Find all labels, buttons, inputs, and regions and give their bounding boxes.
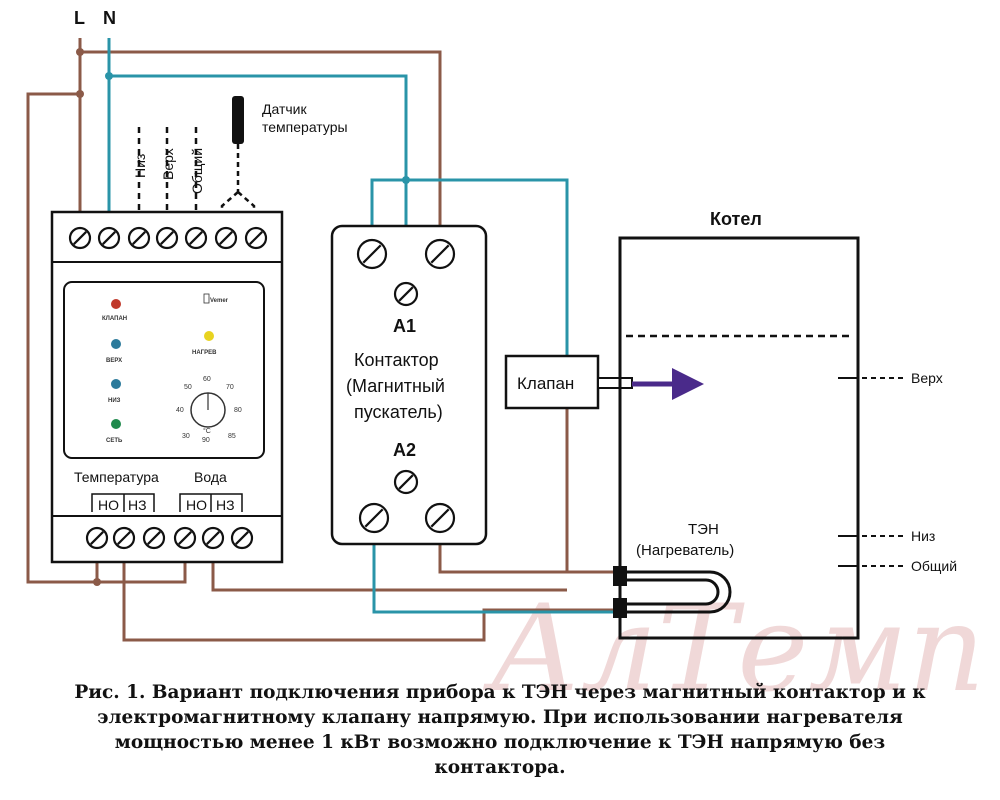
relay-top-terminal-7 bbox=[244, 226, 268, 250]
svg-text:80: 80 bbox=[234, 407, 242, 414]
indicator-heating: НАГРЕВ bbox=[192, 331, 217, 356]
flow-arrow-icon bbox=[632, 368, 704, 400]
caption-line-4: контактора. bbox=[434, 757, 566, 778]
svg-text:70: 70 bbox=[226, 384, 234, 391]
relay-top-terminal-6 bbox=[214, 226, 238, 250]
indicator-mains: СЕТЬ bbox=[106, 419, 123, 444]
level-label-top: Верх bbox=[911, 370, 943, 386]
level-label-low: Низ bbox=[911, 528, 935, 544]
contactor-title-line2: (Магнитный bbox=[346, 376, 445, 396]
boiler-tank bbox=[618, 236, 860, 640]
temperature-dial: 30 40 50 60 70 80 85 90 °C bbox=[176, 376, 242, 444]
contactor-terminal-a2 bbox=[393, 469, 419, 495]
heater-label-line2: (Нагреватель) bbox=[636, 542, 734, 559]
relay-top-terminals bbox=[68, 226, 268, 250]
contactor-title-line3: пускатель) bbox=[354, 402, 443, 422]
supply-l-label: L bbox=[74, 8, 85, 28]
contactor-terminal-a1 bbox=[393, 281, 419, 307]
supply-n-label: N bbox=[103, 8, 116, 28]
relay-top-terminal-5 bbox=[184, 226, 208, 250]
contactor-a1-label: А1 bbox=[393, 316, 416, 336]
svg-text:60: 60 bbox=[203, 376, 211, 383]
level-probes bbox=[838, 377, 905, 567]
valve-label: Клапан bbox=[517, 374, 574, 393]
indicator-valve: КЛАПАН bbox=[102, 299, 127, 322]
svg-text:40: 40 bbox=[176, 407, 184, 414]
terminal-label-top: Верх bbox=[160, 148, 176, 180]
indicator-top: ВЕРХ bbox=[106, 339, 122, 364]
boiler-title: Котел bbox=[710, 209, 762, 229]
sensor-terminal-wires bbox=[137, 122, 198, 210]
svg-text:85: 85 bbox=[228, 433, 236, 440]
terminal-label-common: Общий bbox=[189, 148, 205, 194]
relay-top-terminal-1 bbox=[68, 226, 92, 250]
caption-line-3: мощностью менее 1 кВт возможно подключен… bbox=[114, 732, 886, 753]
terminal-label-low: Низ bbox=[132, 154, 148, 178]
contactor-terminal-bottom-left bbox=[358, 502, 390, 534]
blue-wires bbox=[107, 38, 620, 614]
relay-unit bbox=[50, 210, 284, 564]
relay-bottom-terminals bbox=[85, 526, 254, 550]
relay-bottom-terminal-5 bbox=[201, 526, 225, 550]
contactor-terminals bbox=[356, 238, 456, 534]
svg-text:30: 30 bbox=[182, 433, 190, 440]
heater-element bbox=[613, 566, 732, 618]
relay-bottom-terminal-4 bbox=[173, 526, 197, 550]
contactor-a2-label: А2 bbox=[393, 440, 416, 460]
svg-text:90: 90 bbox=[202, 437, 210, 444]
watermark: АлТемп bbox=[482, 580, 985, 719]
sensor-label-line2: температуры bbox=[262, 119, 348, 135]
contactor-title-line1: Контактор bbox=[354, 350, 439, 370]
contactor-terminal-bottom-right bbox=[424, 502, 456, 534]
sensor-label-line1: Датчик bbox=[262, 101, 307, 117]
relay-top-terminal-4 bbox=[155, 226, 179, 250]
level-label-common: Общий bbox=[911, 558, 957, 574]
relay-bottom-terminal-2 bbox=[112, 526, 136, 550]
svg-text:ВЕРХ: ВЕРХ bbox=[106, 358, 122, 364]
svg-text:50: 50 bbox=[184, 384, 192, 391]
relay-bottom-terminal-1 bbox=[85, 526, 109, 550]
indicator-low: НИЗ bbox=[108, 379, 121, 404]
heater-label-line1: ТЭН bbox=[688, 521, 719, 538]
contactor-terminal-top-left bbox=[356, 238, 388, 270]
caption-line-1: Рис. 1. Вариант подключения прибора к ТЭ… bbox=[74, 682, 926, 703]
relay-bottom-terminal-6 bbox=[230, 526, 254, 550]
svg-text:Vemer: Vemer bbox=[210, 298, 229, 304]
relay-bottom-terminal-3 bbox=[142, 526, 166, 550]
group-label-water: Вода bbox=[194, 469, 227, 485]
group-label-temperature: Температура bbox=[74, 469, 159, 485]
contact-label-nc-2: НЗ bbox=[216, 497, 235, 513]
valve-box bbox=[504, 354, 633, 410]
relay-top-terminal-3 bbox=[127, 226, 151, 250]
figure-caption: Рис. 1. Вариант подключения прибора к ТЭ… bbox=[20, 680, 980, 780]
svg-text:КЛАПАН: КЛАПАН bbox=[102, 316, 127, 322]
contact-label-no-2: НО bbox=[186, 497, 207, 513]
contactor-terminal-top-right bbox=[424, 238, 456, 270]
contactor-body bbox=[330, 224, 488, 546]
junction-dots bbox=[76, 48, 410, 586]
contact-symbols bbox=[91, 493, 243, 512]
caption-line-2: электромагнитному клапану напрямую. При … bbox=[97, 707, 903, 728]
svg-text:НАГРЕВ: НАГРЕВ bbox=[192, 350, 217, 356]
relay-top-terminal-2 bbox=[97, 226, 121, 250]
svg-text:СЕТЬ: СЕТЬ bbox=[106, 438, 123, 444]
contact-label-nc-1: НЗ bbox=[128, 497, 147, 513]
temperature-sensor bbox=[220, 96, 256, 238]
svg-text:°C: °C bbox=[203, 427, 211, 435]
svg-text:НИЗ: НИЗ bbox=[108, 398, 121, 404]
contact-label-no-1: НО bbox=[98, 497, 119, 513]
brand-logo: Vemer bbox=[203, 293, 229, 304]
